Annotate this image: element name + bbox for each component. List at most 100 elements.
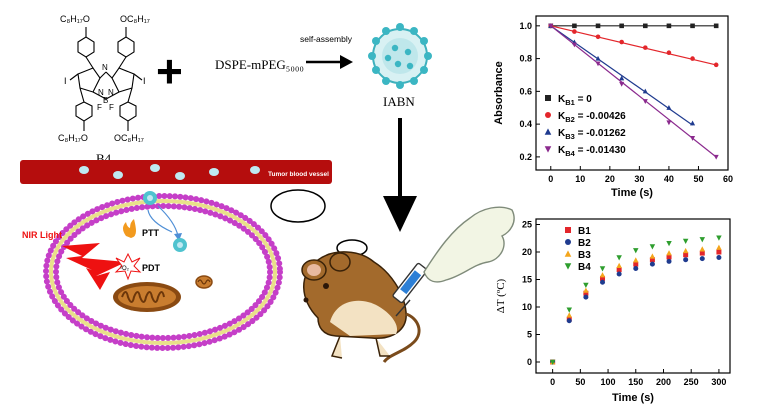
data-point-b4 — [599, 266, 606, 272]
data-point-b3 — [616, 262, 622, 268]
y-tick-label: 0.4 — [519, 119, 532, 129]
x-tick-label: 300 — [711, 377, 726, 387]
data-point-b1 — [619, 23, 624, 29]
data-point-b2 — [666, 258, 672, 264]
nanoparticle-iabn — [368, 23, 432, 89]
data-point-b1 — [666, 23, 672, 29]
phenyl-ring-top-left — [77, 36, 95, 58]
x-tick-label: 20 — [605, 174, 615, 184]
data-point-b4 — [616, 255, 622, 261]
nanoparticle-label: IABN — [383, 94, 415, 109]
nanoparticle-inside-icon — [173, 238, 187, 252]
legend-label-b4: KB4 = -0.01430 — [558, 145, 626, 158]
legend-marker-b1 — [565, 227, 571, 233]
x-tick-label: 150 — [628, 377, 643, 387]
data-point-b1 — [683, 252, 689, 258]
x-axis-label: Time (s) — [612, 392, 654, 404]
x-tick-label: 0 — [548, 174, 553, 184]
reagent-label: DSPE-mPEG₅₀₀₀ — [215, 57, 304, 72]
data-point-b1 — [690, 23, 695, 29]
legend-marker-b3 — [564, 250, 572, 257]
data-point-b2 — [690, 56, 695, 61]
legend-label-b3: B3 — [578, 250, 591, 261]
y-tick-label: 1.0 — [519, 21, 532, 31]
phenyl-ring-top-right — [117, 36, 135, 58]
data-point-b2 — [572, 29, 577, 34]
nir-light-label: NIR Light — [22, 230, 62, 240]
data-point-b2 — [716, 255, 722, 260]
substituent-top-right: OC₈H₁₇ — [120, 14, 150, 24]
plot-frame — [535, 15, 729, 171]
x-tick-label: 60 — [723, 174, 733, 184]
data-point-b3 — [619, 75, 625, 81]
y-tick-label: 10 — [522, 302, 532, 312]
substituent-bottom-left: C₈H₁₇O — [58, 133, 88, 143]
y-tick-label: 20 — [522, 247, 532, 257]
data-point-b4 — [583, 282, 589, 288]
data-point-b1 — [616, 267, 622, 273]
substituent-top-left: C₈H₁₇O — [60, 14, 90, 24]
data-point-b4 — [649, 244, 656, 250]
data-point-b2 — [683, 257, 689, 263]
data-point-b3 — [583, 287, 589, 293]
pyrrole-left — [77, 67, 101, 93]
thought-bubble-large — [270, 189, 326, 223]
data-point-b1 — [666, 254, 672, 260]
data-point-b1 — [642, 23, 648, 29]
data-point-b3 — [595, 55, 601, 61]
phenyl-ring-bottom-right — [119, 101, 137, 122]
data-point-b3 — [666, 104, 672, 110]
mitochondrion-icon — [113, 282, 181, 312]
data-point-b2 — [619, 39, 624, 45]
data-point-b1 — [633, 261, 639, 267]
pdt-label: PDT — [142, 263, 161, 273]
molecule-structure — [69, 27, 143, 131]
data-point-b4 — [642, 99, 648, 104]
y-tick-label: 0.2 — [519, 152, 532, 162]
x-axis-label: Time (s) — [611, 187, 653, 199]
data-point-b4 — [548, 23, 554, 29]
y-axis-label: ΔT (ºC) — [495, 278, 507, 313]
atom-nitrogen-left: N — [98, 88, 104, 97]
singlet-oxygen-burst-icon — [114, 252, 142, 281]
data-point-b3 — [642, 88, 648, 94]
lightning-bolt-icon — [62, 243, 126, 290]
x-tick-label: 40 — [664, 174, 674, 184]
vessel-label: Tumor blood vessel — [268, 171, 329, 178]
data-point-b1 — [699, 250, 705, 256]
data-point-b4 — [571, 42, 577, 48]
small-mitochondrion-icon — [195, 275, 213, 289]
data-point-b4 — [633, 248, 639, 254]
downward-arrow — [383, 118, 417, 232]
y-tick-label: 0 — [527, 357, 532, 367]
data-point-b2 — [642, 45, 648, 50]
gloved-hand-icon — [423, 206, 515, 283]
flame-icon — [123, 219, 136, 238]
data-point-b2 — [699, 256, 705, 262]
data-point-b3 — [690, 120, 696, 126]
legend-label-b1: B1 — [578, 226, 591, 237]
data-point-b2 — [616, 271, 622, 277]
legend-label-b2: KB2 = -0.00426 — [558, 111, 626, 124]
legend-marker-b4 — [564, 263, 572, 270]
atom-nitrogen-bridge: N — [102, 63, 108, 72]
data-point-b2 — [583, 294, 589, 300]
data-point-b4 — [690, 135, 696, 141]
data-point-b4 — [619, 81, 625, 87]
x-tick-label: 50 — [575, 377, 585, 387]
tumor-blood-vessel — [20, 160, 332, 184]
data-point-b2 — [595, 34, 601, 40]
x-tick-label: 50 — [693, 174, 703, 184]
fit-line-b4 — [550, 25, 717, 158]
data-point-b1 — [595, 23, 601, 29]
atom-fluorine-1: F — [97, 103, 102, 112]
data-point-b4 — [666, 120, 672, 126]
data-point-b4 — [549, 359, 556, 365]
molecule-labels: C₈H₁₇O OC₈H₁₇ C₈H₁₇O OC₈H₁₇ I I N N N B … — [58, 14, 150, 143]
x-tick-label: 0 — [550, 377, 555, 387]
data-point-b1 — [572, 23, 577, 29]
data-point-b4 — [666, 240, 672, 247]
data-point-b3 — [633, 257, 639, 263]
